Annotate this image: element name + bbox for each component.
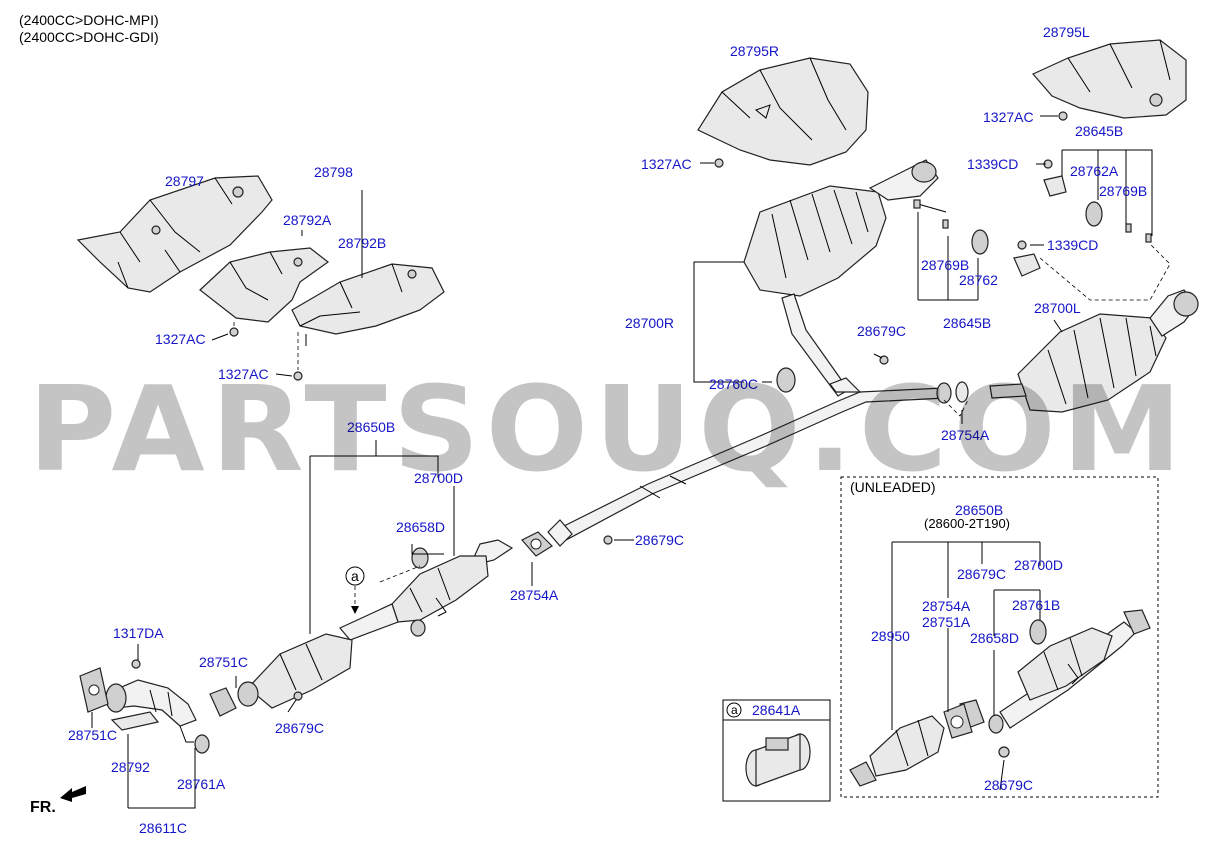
nut-1327AC-lower[interactable] <box>293 371 303 381</box>
unleaded-parts[interactable] <box>849 541 1151 791</box>
engine-spec-gdi: (2400CC>DOHC-GDI) <box>19 29 159 45</box>
label-28650B[interactable]: 28650B <box>347 419 395 435</box>
heat-shield-28795R[interactable] <box>697 57 869 166</box>
label-28645B-top[interactable]: 28645B <box>1075 123 1123 139</box>
label-28751C-catalyst[interactable]: 28751C <box>199 654 248 670</box>
label-1317DA[interactable]: 1317DA <box>113 625 164 641</box>
label-28679C-front[interactable]: 28679C <box>275 720 324 736</box>
label-1327AC-shield-r[interactable]: 1327AC <box>641 156 692 172</box>
label-unleaded-28650B[interactable]: 28650B <box>955 502 1003 518</box>
leader-lines <box>91 115 1153 809</box>
hanger-28761A[interactable] <box>179 725 210 754</box>
hanger-28760C[interactable] <box>776 367 796 393</box>
label-1327AC-left-upper[interactable]: 1327AC <box>155 331 206 347</box>
label-28641A: 28641A <box>752 702 801 718</box>
label-unleaded-28751A[interactable]: 28751A <box>922 614 971 630</box>
label-unleaded-28761B[interactable]: 28761B <box>1012 597 1060 613</box>
nut-1327AC-upper[interactable] <box>229 327 239 337</box>
label-28792A[interactable]: 28792A <box>283 212 332 228</box>
heat-shield-28792B[interactable] <box>291 263 445 335</box>
label-28761A[interactable]: 28761A <box>177 776 226 792</box>
label-28798[interactable]: 28798 <box>314 164 353 180</box>
heat-shield-28795L[interactable] <box>1032 39 1187 119</box>
nut-28679C-center[interactable] <box>603 535 613 545</box>
dashed-guides <box>379 243 1171 583</box>
label-28754A-rear[interactable]: 28754A <box>941 427 990 443</box>
label-28751C-flange[interactable]: 28751C <box>68 727 117 743</box>
front-direction-indicator: FR. <box>30 786 86 816</box>
label-unleaded-28700D[interactable]: 28700D <box>1014 557 1063 573</box>
gasket-28751C-flange[interactable] <box>79 667 109 713</box>
label-28797[interactable]: 28797 <box>165 173 204 189</box>
label-28700D[interactable]: 28700D <box>414 470 463 486</box>
unleaded-title: (UNLEADED) <box>850 479 936 495</box>
hanger-assembly-28645B-right[interactable] <box>1043 159 1152 243</box>
center-muffler-28700D[interactable] <box>339 519 573 641</box>
nut-1327AC-left-shield[interactable] <box>1058 111 1068 121</box>
label-28679C-rear[interactable]: 28679C <box>857 323 906 339</box>
heat-shield-28797[interactable] <box>76 175 273 293</box>
label-unleaded-28679C-bottom[interactable]: 28679C <box>984 777 1033 793</box>
label-unleaded-28950[interactable]: 28950 <box>871 628 910 644</box>
front-pipe-28611C[interactable] <box>105 679 197 727</box>
label-28762A[interactable]: 28762A <box>1070 163 1119 179</box>
unleaded-variant-panel: (UNLEADED) <box>840 476 1159 798</box>
label-28792[interactable]: 28792 <box>111 759 150 775</box>
label-28611C[interactable]: 28611C <box>139 820 187 836</box>
label-28795R[interactable]: 28795R <box>730 43 779 59</box>
label-1339CD-top[interactable]: 1339CD <box>967 156 1018 172</box>
label-28645B-bottom[interactable]: 28645B <box>943 315 991 331</box>
gasket-28754A-center[interactable] <box>521 531 553 557</box>
label-unleaded-28679C-top[interactable]: 28679C <box>957 566 1006 582</box>
nut-1327AC-right-shield[interactable] <box>714 158 724 168</box>
label-28679C-center[interactable]: 28679C <box>635 532 684 548</box>
label-28769B-right[interactable]: 28769B <box>1099 183 1147 199</box>
label-unleaded-assembly-number: (28600-2T190) <box>924 516 1010 531</box>
rear-muffler-28700R[interactable] <box>743 159 939 397</box>
svg-text:a: a <box>351 568 359 584</box>
fr-arrow-icon <box>60 786 86 802</box>
front-catalyst-28650B[interactable] <box>237 633 353 709</box>
inset-callout-letter: a <box>731 703 738 717</box>
label-unleaded-28754A[interactable]: 28754A <box>922 598 971 614</box>
watermark-text: PARTSOUQ.COM <box>28 360 1188 498</box>
label-28658D[interactable]: 28658D <box>396 519 445 535</box>
bracket-28792[interactable] <box>110 711 160 731</box>
inset-28641A[interactable]: a 28641A <box>722 699 831 802</box>
label-1339CD-bottom[interactable]: 1339CD <box>1047 237 1098 253</box>
label-28769B-left[interactable]: 28769B <box>921 257 969 273</box>
label-1327AC-shield-l[interactable]: 1327AC <box>983 109 1034 125</box>
callout-a: a <box>345 566 365 614</box>
heat-shield-28792A[interactable] <box>199 247 330 323</box>
label-28762[interactable]: 28762 <box>959 272 998 288</box>
label-28754A-center[interactable]: 28754A <box>510 587 559 603</box>
label-unleaded-28658D[interactable]: 28658D <box>970 630 1019 646</box>
label-1327AC-left-lower[interactable]: 1327AC <box>218 366 269 382</box>
label-28700L[interactable]: 28700L <box>1034 300 1081 316</box>
rear-muffler-28700L[interactable] <box>989 289 1199 413</box>
pipe-clamp-icon <box>745 733 811 787</box>
label-28795L[interactable]: 28795L <box>1043 24 1090 40</box>
hanger-assembly-28645B-left[interactable] <box>913 199 1041 277</box>
gasket-28754A-rear[interactable] <box>936 381 969 404</box>
nut-1317DA[interactable] <box>131 659 141 669</box>
label-28792B[interactable]: 28792B <box>338 235 386 251</box>
engine-spec-mpi: (2400CC>DOHC-MPI) <box>19 12 159 28</box>
label-28760C[interactable]: 28760C <box>709 376 758 392</box>
gasket-28751C-front[interactable] <box>209 687 237 717</box>
fr-label: FR. <box>30 799 56 816</box>
label-28700R[interactable]: 28700R <box>625 315 674 331</box>
